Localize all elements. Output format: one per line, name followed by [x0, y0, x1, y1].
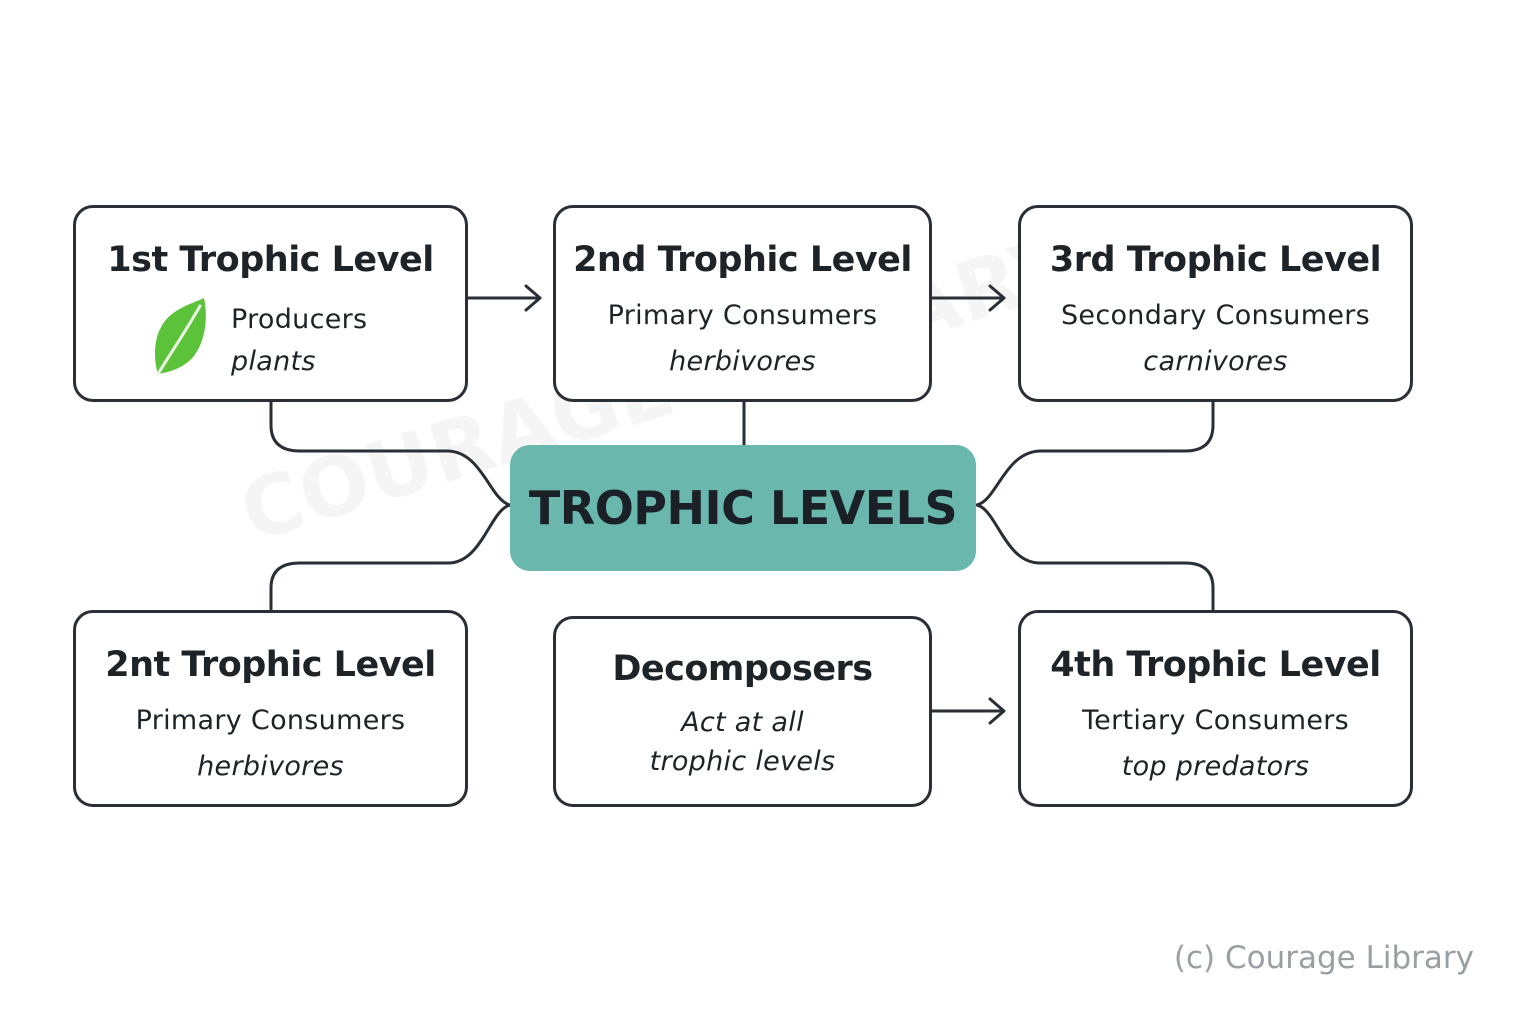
- node-level3: 3rd Trophic Level Secondary Consumers ca…: [1018, 205, 1413, 402]
- node-decomposers-example-line2: trophic levels: [649, 746, 836, 777]
- node-level2b-title: 2nt Trophic Level: [105, 645, 436, 685]
- node-level2: 2nd Trophic Level Primary Consumers herb…: [553, 205, 932, 402]
- arrow-level2-to-level3: [930, 284, 1006, 312]
- node-level1-example: plants: [231, 346, 316, 377]
- node-level2b: 2nt Trophic Level Primary Consumers herb…: [73, 610, 468, 807]
- node-level1-subtitle: Producers: [231, 304, 368, 335]
- node-level4-title: 4th Trophic Level: [1050, 645, 1381, 685]
- connector-center-level1: [269, 400, 512, 507]
- copyright-text: (c) Courage Library: [1173, 940, 1474, 976]
- node-level3-example: carnivores: [1143, 346, 1288, 377]
- connector-center-level2b: [269, 503, 512, 611]
- center-label: TROPHIC LEVELS: [528, 481, 958, 535]
- connector-center-level4: [975, 503, 1215, 611]
- node-decomposers-title: Decomposers: [612, 649, 873, 689]
- arrow-level1-to-level2: [466, 284, 542, 312]
- node-decomposers: Decomposers Act at all trophic levels: [553, 616, 932, 807]
- connector-center-level3: [975, 400, 1215, 507]
- center-node: TROPHIC LEVELS: [510, 445, 976, 571]
- node-level4: 4th Trophic Level Tertiary Consumers top…: [1018, 610, 1413, 807]
- node-level1-title: 1st Trophic Level: [107, 240, 434, 280]
- node-level2b-subtitle: Primary Consumers: [135, 705, 406, 736]
- node-level3-title: 3rd Trophic Level: [1049, 240, 1382, 280]
- arrow-decomposers-to-level4: [930, 697, 1006, 725]
- leaf-icon: [154, 298, 206, 376]
- node-level1: 1st Trophic Level Producers plants: [73, 205, 468, 402]
- node-level2-subtitle: Primary Consumers: [607, 300, 878, 331]
- node-level4-example: top predators: [1121, 751, 1310, 782]
- node-level3-subtitle: Secondary Consumers: [1060, 300, 1370, 331]
- node-level4-subtitle: Tertiary Consumers: [1081, 705, 1350, 736]
- node-decomposers-example-line1: Act at all: [681, 707, 804, 738]
- node-level2-example: herbivores: [669, 346, 816, 377]
- node-level2-title: 2nd Trophic Level: [573, 240, 912, 280]
- node-level2b-example: herbivores: [197, 751, 344, 782]
